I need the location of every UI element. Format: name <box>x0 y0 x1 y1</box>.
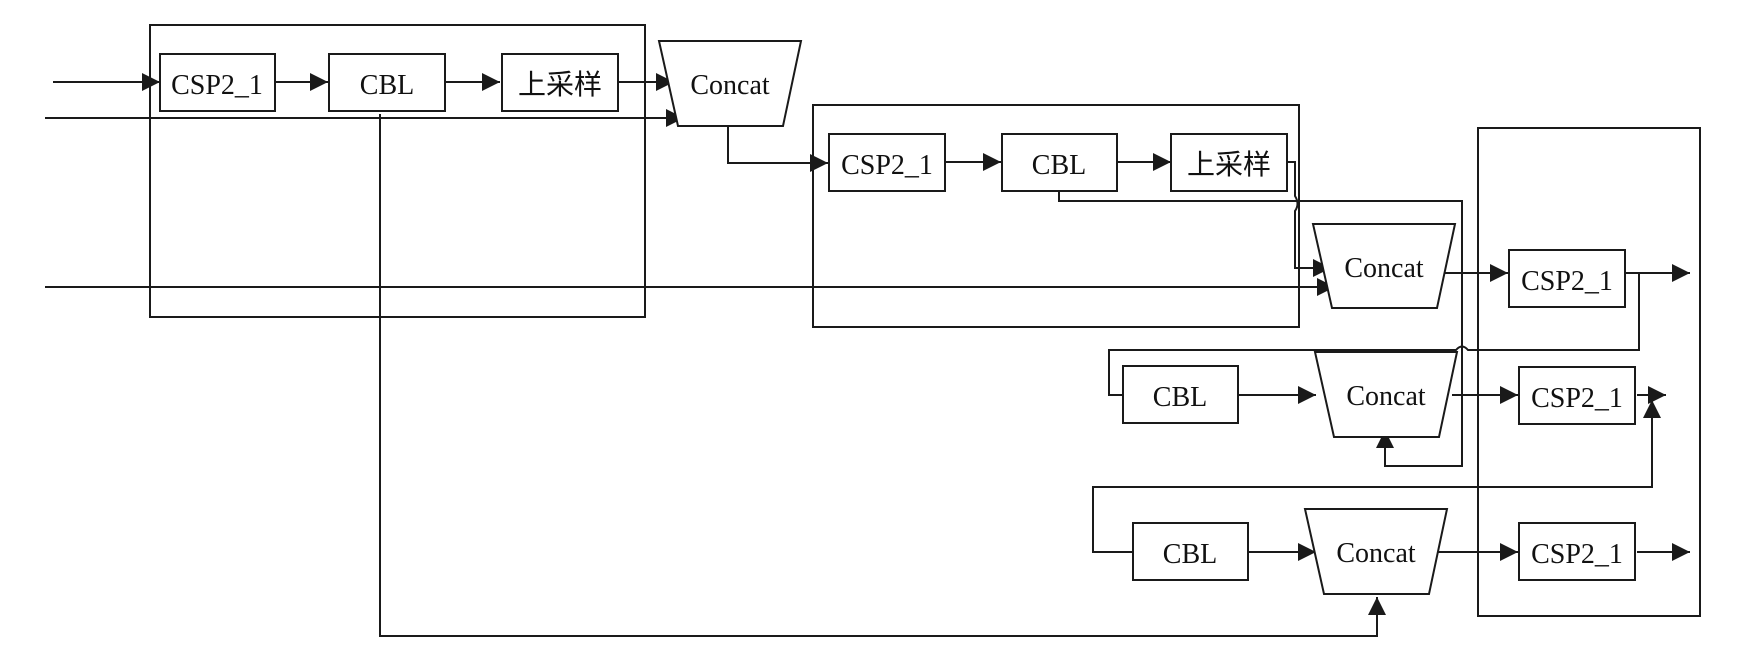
upsample-block-2-label: 上采样 <box>1187 149 1271 181</box>
cbl-block-2-label: CBL <box>1032 150 1086 181</box>
concat-block-3: Concat <box>1313 351 1459 438</box>
arrow-up2-concat2 <box>1287 161 1331 277</box>
cbl-block-4-label: CBL <box>1163 539 1217 570</box>
csp-out-block-2: CSP2_1 <box>1518 366 1636 425</box>
arrow-loop-row4-csp-out-2 <box>1092 400 1661 553</box>
arrow-cbl2-concat3 <box>1058 191 1463 467</box>
arrow-feedback-out1-cbl3 <box>1108 273 1640 396</box>
csp-out-block-1-label: CSP2_1 <box>1521 266 1613 297</box>
csp-out-block-3-label: CSP2_1 <box>1531 539 1623 570</box>
arrow-concat1-csp2 <box>727 126 828 172</box>
cbl-block-3: CBL <box>1122 365 1239 424</box>
csp-block-2-label: CSP2_1 <box>841 150 933 181</box>
upsample-block-2: 上采样 <box>1170 133 1288 192</box>
concat-block-4: Concat <box>1303 508 1449 595</box>
csp-out-block-2-label: CSP2_1 <box>1531 383 1623 414</box>
concat-block-3-label: Concat <box>1346 381 1426 412</box>
concat-block-4-label: Concat <box>1336 538 1416 569</box>
cbl-block-2: CBL <box>1001 133 1118 192</box>
group-box-2 <box>812 104 1300 328</box>
cbl-block-1: CBL <box>328 53 446 112</box>
connectors <box>45 73 1690 637</box>
concat-block-1: Concat <box>657 40 803 127</box>
cbl-block-3-label: CBL <box>1153 382 1207 413</box>
csp-block-2: CSP2_1 <box>828 133 946 192</box>
cbl-block-1-label: CBL <box>360 70 414 101</box>
group-box-output <box>1477 127 1701 617</box>
group-box-1 <box>149 24 646 318</box>
concat-block-1-label: Concat <box>690 70 770 101</box>
arrow-cbl1-concat4 <box>379 114 1386 637</box>
csp-block-1: CSP2_1 <box>159 53 276 112</box>
concat-block-2: Concat <box>1311 223 1457 309</box>
cbl-block-4: CBL <box>1132 522 1249 581</box>
upsample-block-1: 上采样 <box>501 53 619 112</box>
upsample-block-1-label: 上采样 <box>518 69 602 101</box>
concat-block-2-label: Concat <box>1344 253 1424 284</box>
csp-out-block-1: CSP2_1 <box>1508 249 1626 308</box>
csp-out-block-3: CSP2_1 <box>1518 522 1636 581</box>
csp-block-1-label: CSP2_1 <box>171 70 263 101</box>
